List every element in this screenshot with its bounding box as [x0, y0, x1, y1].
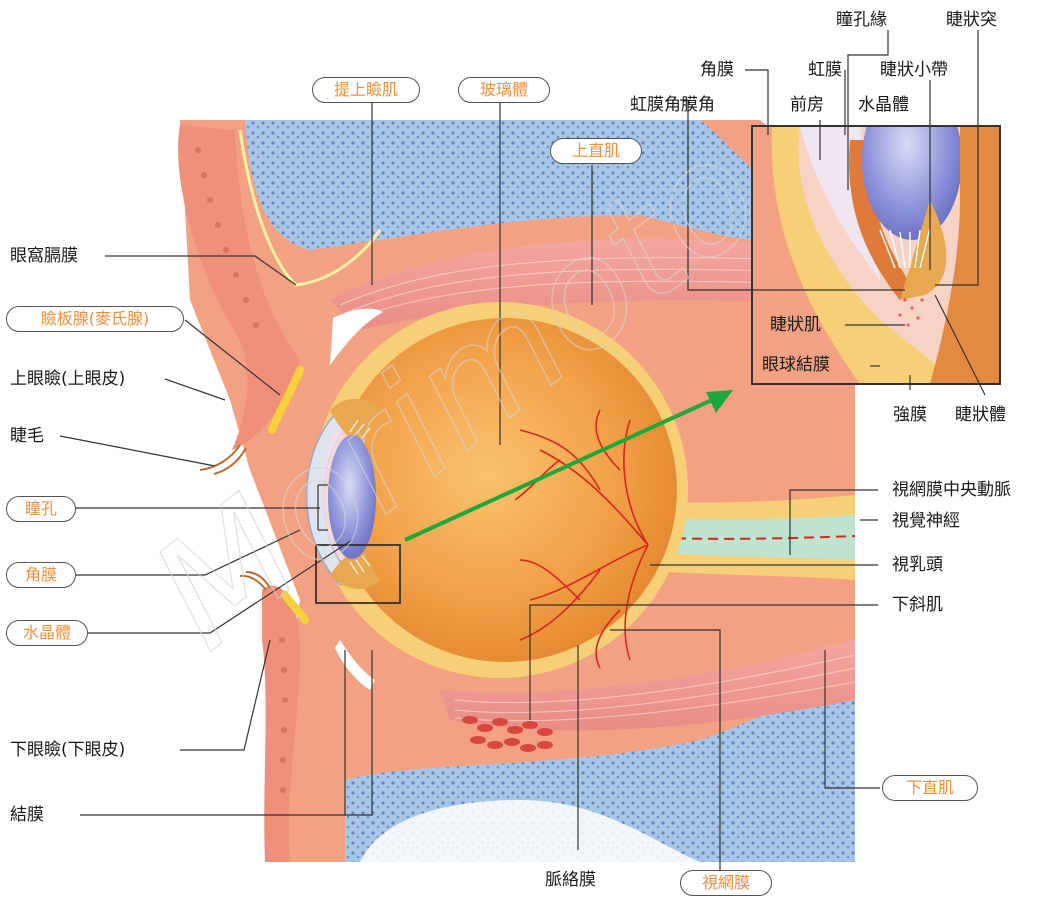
- label-orbital-septum: 眼窩膈膜: [10, 246, 78, 266]
- label-lower-eyelid: 下眼瞼(下眼皮): [10, 740, 125, 760]
- label-lens-inset: 水晶體: [858, 95, 909, 115]
- label-cornea-inset: 角膜: [700, 60, 734, 80]
- inset-magnified-view: [752, 80, 1000, 384]
- label-iridocorneal-angle: 虹膜角膜角: [630, 95, 715, 115]
- label-iris: 虹膜: [808, 60, 842, 80]
- label-optic-nerve: 視覺神經: [892, 511, 960, 531]
- label-cornea: 角膜: [6, 562, 76, 588]
- label-pupil: 瞳孔: [6, 496, 76, 522]
- label-central-retinal-artery: 視網膜中央動脈: [892, 480, 1011, 500]
- label-bulbar-conjunctiva: 眼球結膜: [762, 355, 830, 375]
- label-vitreous-body: 玻璃體: [458, 77, 550, 103]
- label-conjunctiva: 結膜: [10, 805, 44, 825]
- label-lens: 水晶體: [6, 620, 88, 646]
- label-anterior-chamber: 前房: [790, 95, 824, 115]
- label-ciliary-process: 睫狀突: [946, 10, 997, 30]
- label-optic-disc: 視乳頭: [892, 555, 943, 575]
- label-inferior-rectus: 下直肌: [882, 775, 978, 801]
- label-sclera: 強膜: [893, 405, 927, 425]
- label-retina: 視網膜: [680, 870, 772, 896]
- label-superior-rectus: 上直肌: [550, 138, 642, 164]
- label-inferior-oblique: 下斜肌: [892, 595, 943, 615]
- label-choroid: 脈絡膜: [545, 870, 596, 890]
- label-pupillary-margin: 瞳孔緣: [836, 10, 887, 30]
- label-upper-eyelid: 上眼瞼(上眼皮): [10, 369, 125, 389]
- label-levator-palpebrae: 提上瞼肌: [312, 77, 420, 103]
- label-zonular-fibers: 睫狀小帶: [880, 60, 948, 80]
- label-ciliary-body: 睫狀體: [955, 405, 1006, 425]
- label-ciliary-muscle: 睫狀肌: [770, 315, 821, 335]
- label-tarsal-gland: 瞼板腺(麥氏腺): [6, 306, 184, 332]
- label-eyelashes: 睫毛: [10, 426, 44, 446]
